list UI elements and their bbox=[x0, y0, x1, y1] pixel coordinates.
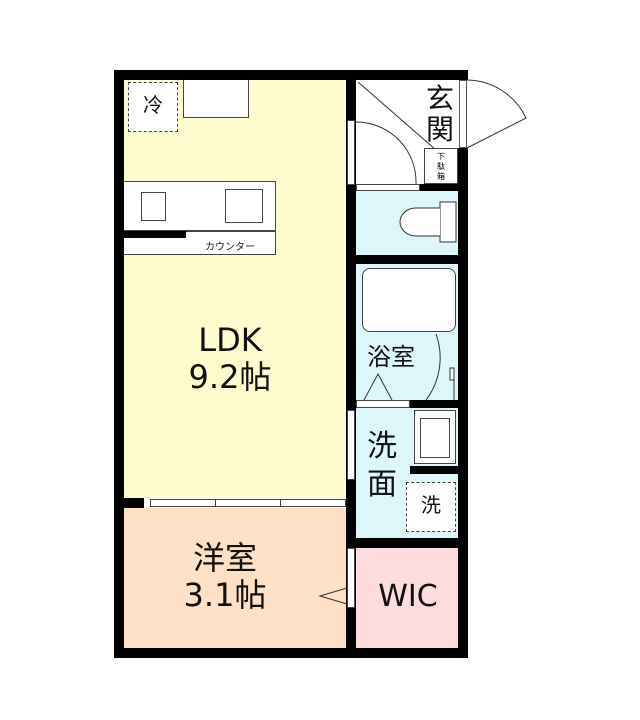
ldk-size: 9.2帖 bbox=[188, 357, 272, 396]
wall-vanity bbox=[410, 466, 460, 474]
washer-label: 洗 bbox=[421, 493, 441, 517]
washroom-label-line2: 面 bbox=[367, 466, 397, 502]
wall-ldk-western bbox=[114, 498, 144, 508]
bathtub bbox=[362, 268, 456, 332]
western-room-label: 洋室 3.1帖 bbox=[170, 540, 280, 614]
entrance-step-line-icon bbox=[356, 81, 437, 184]
ldk-floor bbox=[122, 80, 348, 498]
western-room-name: 洋室 bbox=[192, 539, 257, 577]
wic-door[interactable] bbox=[347, 548, 355, 608]
wic-floor bbox=[356, 548, 460, 648]
western-room-size: 3.1帖 bbox=[183, 575, 267, 614]
wall-bath-wash bbox=[410, 400, 468, 408]
washer-space bbox=[406, 482, 456, 532]
washroom-label: 洗 面 bbox=[360, 428, 404, 503]
shoe-box-label-3: 箱 bbox=[437, 172, 445, 181]
entrance-label-line2: 関 bbox=[425, 112, 454, 146]
sliding-door-ldk-western[interactable] bbox=[150, 499, 346, 507]
stove bbox=[141, 192, 166, 221]
sliding-door-divider bbox=[280, 499, 281, 507]
toilet-door bbox=[356, 184, 420, 191]
wall-left bbox=[114, 70, 124, 658]
wall-right-upper bbox=[458, 70, 468, 80]
shoe-box-label-1: 下 bbox=[437, 152, 445, 161]
shoe-box-label-2: 駄 bbox=[437, 162, 445, 171]
wic-label: WIC bbox=[378, 579, 438, 614]
wall-bottom bbox=[114, 648, 468, 658]
bath-door-swing-icon bbox=[363, 333, 455, 401]
wall-toilet-bath bbox=[346, 255, 468, 264]
shoe-box: 下 駄 箱 bbox=[424, 148, 458, 184]
fridge-space bbox=[128, 82, 178, 132]
entrance-door-swing-icon bbox=[466, 79, 527, 149]
vanity-sink bbox=[420, 418, 450, 458]
counter-wall bbox=[124, 231, 186, 238]
sink bbox=[225, 189, 263, 223]
wall-top bbox=[114, 70, 468, 80]
western-room-floor bbox=[122, 508, 348, 648]
washroom-ldk-door[interactable] bbox=[347, 410, 355, 480]
wall-wash-wic bbox=[346, 538, 468, 548]
entrance-ldk-door[interactable] bbox=[347, 120, 355, 185]
wall-center bbox=[346, 70, 356, 658]
wic-door-arrow-icon bbox=[318, 587, 348, 605]
entrance-door-frame bbox=[459, 80, 467, 148]
bath-door bbox=[356, 400, 410, 408]
appliance-shelf bbox=[183, 80, 249, 118]
ldk-name: LDK bbox=[198, 321, 262, 359]
bath-label: 浴室 bbox=[367, 343, 415, 371]
entrance-label: 玄 関 bbox=[422, 82, 458, 146]
washroom-label-line1: 洗 bbox=[367, 429, 397, 464]
toilet-icon bbox=[399, 201, 457, 243]
counter-label: カウンター bbox=[205, 242, 255, 253]
entrance-label-line1: 玄 bbox=[425, 82, 454, 115]
fridge-label: 冷 bbox=[143, 93, 163, 117]
ldk-label: LDK 9.2帖 bbox=[160, 322, 300, 396]
sliding-door-divider bbox=[215, 499, 216, 507]
wall-entrance-toilet bbox=[420, 184, 460, 191]
